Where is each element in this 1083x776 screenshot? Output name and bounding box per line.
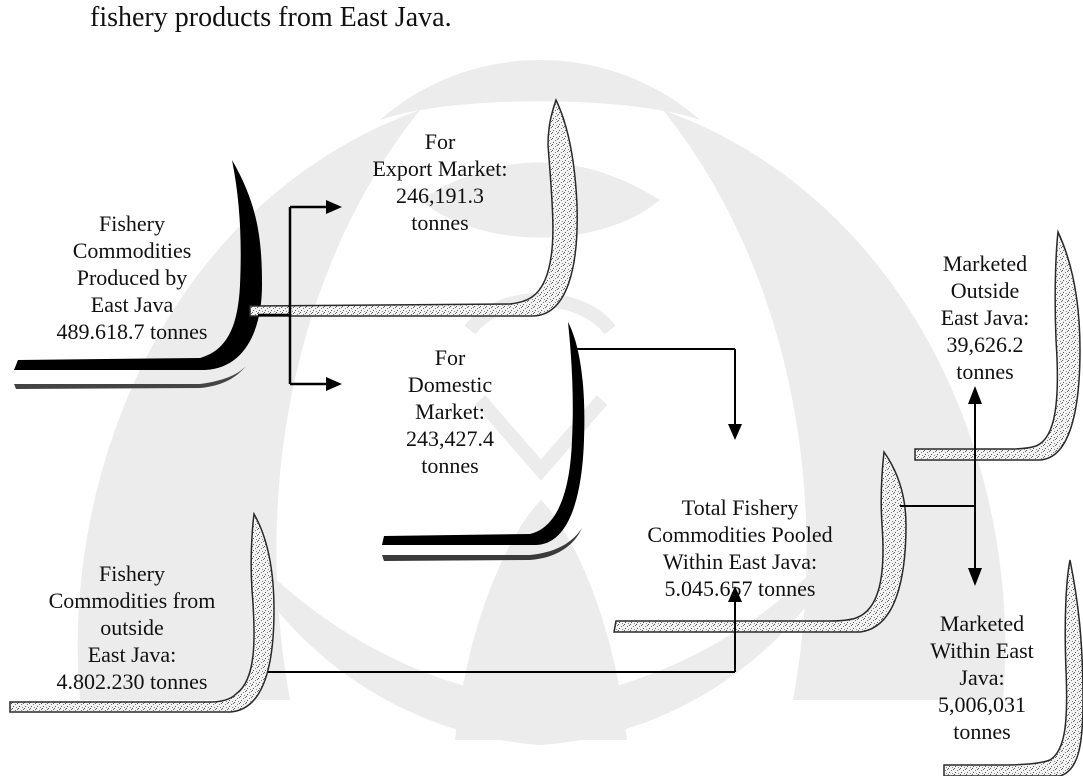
node-domestic-value: 243,427.4 (406, 426, 494, 451)
pool-split-connector (900, 402, 976, 570)
node-domestic-unit: tonnes (421, 453, 479, 478)
node-outside-label: Fishery Commodities from outside East Ja… (12, 560, 252, 695)
node-production-value: 489.618.7 tonnes (56, 319, 208, 344)
node-domestic-line-3: Market: (415, 399, 485, 424)
node-pooled-value: 5.045.657 tonnes (664, 576, 816, 601)
arrow-to-pool-top (728, 424, 742, 440)
node-export-unit: tonnes (411, 210, 469, 235)
node-export-value: 246,191.3 (396, 183, 484, 208)
node-domestic-line-1: For (434, 345, 466, 370)
export-shape (249, 98, 578, 317)
node-outside-line-4: East Java: (87, 642, 177, 667)
node-production-line-3: Produced by (76, 265, 188, 290)
pooled-shape (613, 449, 907, 633)
node-outside-line-1: Fishery (99, 561, 165, 586)
node-marketed-outside-label: Marketed Outside East Java: 39,626.2 ton… (915, 250, 1055, 385)
arrow-to-pool-bottom (728, 586, 742, 602)
node-marketed-outside-value: 39,626.2 (946, 332, 1024, 357)
node-production-line-2: Commodities (72, 238, 192, 263)
node-export-line-1: For (424, 129, 456, 154)
node-marketed-within-line-3: Java: (959, 665, 1005, 690)
node-marketed-within-line-2: Within East (930, 638, 1034, 663)
node-production-line-4: East Java (90, 292, 174, 317)
node-production-line-1: Fishery (99, 211, 165, 236)
production-shape (14, 160, 262, 389)
node-marketed-within-label: Marketed Within East Java: 5,006,031 ton… (912, 610, 1052, 745)
node-marketed-outside-line-1: Marketed (942, 251, 1028, 276)
production-split-connector (258, 205, 328, 386)
node-marketed-outside-line-2: Outside (950, 278, 1020, 303)
node-marketed-within-unit: tonnes (953, 719, 1011, 744)
node-pooled-line-1: Total Fishery (681, 495, 799, 520)
node-marketed-outside-unit: tonnes (956, 359, 1014, 384)
node-marketed-outside-line-3: East Java: (940, 305, 1030, 330)
node-pooled-line-2: Commodities Pooled (647, 522, 833, 547)
outside-to-pool-connector (268, 600, 736, 673)
node-outside-line-3: outside (100, 615, 164, 640)
intro-text-fragment: fishery products from East Java. (90, 2, 452, 33)
outside-shape (9, 511, 275, 713)
arrow-to-marketed-outside (968, 386, 982, 404)
node-export-label: For Export Market: 246,191.3 tonnes (340, 128, 540, 236)
node-production-label: Fishery Commodities Produced by East Jav… (22, 210, 242, 345)
node-pooled-line-3: Within East Java: (662, 549, 818, 574)
arrow-to-export (326, 200, 342, 214)
arrow-to-marketed-within (968, 568, 982, 586)
domestic-shape (382, 322, 585, 561)
node-marketed-within-value: 5,006,031 (938, 692, 1026, 717)
node-outside-line-2: Commodities from (48, 588, 216, 613)
node-outside-value: 4.802.230 tonnes (56, 669, 208, 694)
node-domestic-line-2: Domestic (407, 372, 493, 397)
node-pooled-label: Total Fishery Commodities Pooled Within … (612, 494, 868, 602)
arrow-to-domestic (326, 377, 342, 391)
domestic-to-pool-connector (572, 348, 736, 426)
node-marketed-within-line-1: Marketed (939, 611, 1025, 636)
node-domestic-label: For Domestic Market: 243,427.4 tonnes (360, 344, 540, 479)
node-export-line-2: Export Market: (372, 156, 508, 181)
marketed-outside-shape (914, 229, 1081, 461)
